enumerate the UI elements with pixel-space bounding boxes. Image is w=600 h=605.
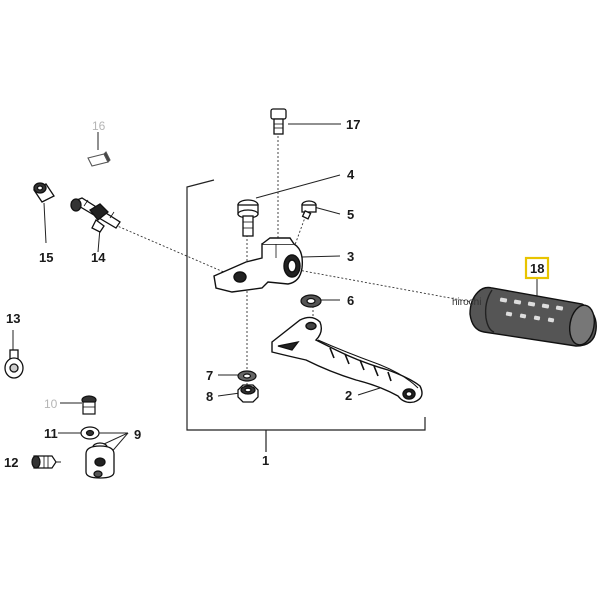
label-part-16: 16 [92,119,106,133]
label-part-17: 17 [346,117,360,132]
label-part-8: 8 [206,389,213,404]
part-10-bolt [81,395,97,415]
label-part-11: 11 [44,426,58,441]
part-9-bushing [85,442,115,479]
label-part-5: 5 [347,207,354,222]
assembly-bracket [186,179,426,452]
assembly-lines [114,132,473,392]
part-13-ball-end [4,349,24,379]
label-part-12: 12 [4,455,18,470]
highlight-box [524,256,550,280]
label-part-18: 18 [530,261,544,276]
part-11-washer [80,426,100,440]
label-part-9: 9 [134,427,141,442]
part-labels: 17 4 5 3 6 7 8 2 1 18 16 15 14 13 10 11 … [4,117,544,470]
part-14-adjuster [70,197,121,233]
part-16-key [87,151,111,167]
label-part-13: 13 [6,311,20,326]
part-12-screw [31,455,57,469]
label-part-14: 14 [91,250,106,265]
label-part-4: 4 [347,167,355,182]
part-18-grip [469,286,597,347]
leader-lines [12,123,538,463]
part-3-bracket [213,237,304,293]
label-part-7: 7 [206,368,213,383]
watermark-text: hirochi [452,297,481,308]
label-part-15: 15 [39,250,53,265]
label-part-1: 1 [262,453,269,468]
part-6-washer [300,294,322,308]
part-15-sleeve [33,182,55,203]
label-part-6: 6 [347,293,354,308]
part-5-bolt [301,200,317,220]
label-part-2: 2 [345,388,352,403]
part-4-screw [237,199,259,237]
part-8-nut [237,384,259,403]
label-part-3: 3 [347,249,354,264]
part-17-bolt [270,108,287,135]
part-7-washer [237,370,257,382]
label-part-10: 10 [44,397,58,411]
part-2-lever [271,316,423,404]
